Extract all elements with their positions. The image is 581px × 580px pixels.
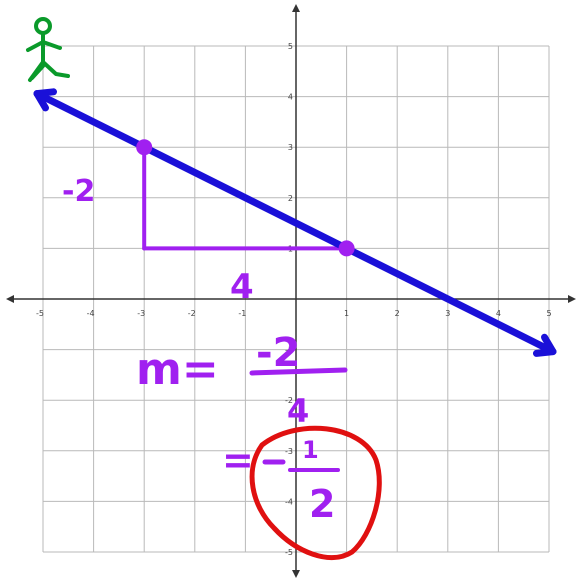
y-axis-arrow-up	[292, 4, 300, 12]
x-axis-arrow-right	[568, 295, 576, 303]
x-tick-label: 4	[496, 309, 501, 318]
x-tick-label: -3	[137, 309, 145, 318]
x-tick-label: 5	[546, 309, 551, 318]
y-tick-label: 3	[288, 143, 293, 152]
y-tick-label: -3	[285, 447, 293, 456]
result-equals: =	[222, 438, 254, 482]
slope-fraction-bar	[249, 367, 348, 376]
y-tick-label: -2	[285, 396, 293, 405]
x-tick-label: 2	[395, 309, 400, 318]
y-tick-label: -4	[285, 497, 293, 506]
x-tick-label: -4	[87, 309, 95, 318]
slope-numerator: -2	[256, 330, 300, 376]
arrowhead-right	[532, 333, 557, 357]
rise-label: -2	[62, 174, 95, 209]
point	[136, 139, 153, 156]
y-tick-label: -5	[285, 548, 293, 557]
slope-denominator: 4	[287, 392, 309, 430]
y-tick-label: 4	[288, 93, 293, 102]
points	[136, 139, 355, 257]
stick-figure-icon	[26, 17, 70, 82]
y-axis-arrow-down	[292, 570, 300, 578]
x-tick-label: -5	[36, 309, 44, 318]
result-denominator: 2	[309, 482, 335, 526]
run-label: 4	[230, 267, 254, 307]
blue-line	[33, 88, 557, 357]
y-tick-label: -1	[285, 346, 293, 355]
x-tick-label: -2	[188, 309, 196, 318]
point	[338, 240, 355, 257]
answer-circle	[249, 425, 382, 561]
x-tick-label: 1	[344, 309, 349, 318]
arrowhead-left	[33, 88, 58, 112]
slope-triangle	[142, 145, 349, 251]
blue-line-segment	[33, 90, 557, 356]
y-tick-label: 2	[288, 194, 293, 203]
slope-lhs: m=	[136, 344, 219, 395]
x-tick-label: -1	[238, 309, 246, 318]
result-numerator: 1	[302, 436, 319, 464]
axes	[6, 4, 576, 578]
x-tick-label: 3	[445, 309, 450, 318]
y-tick-label: 5	[288, 42, 293, 51]
x-axis-arrow-left	[6, 295, 14, 303]
